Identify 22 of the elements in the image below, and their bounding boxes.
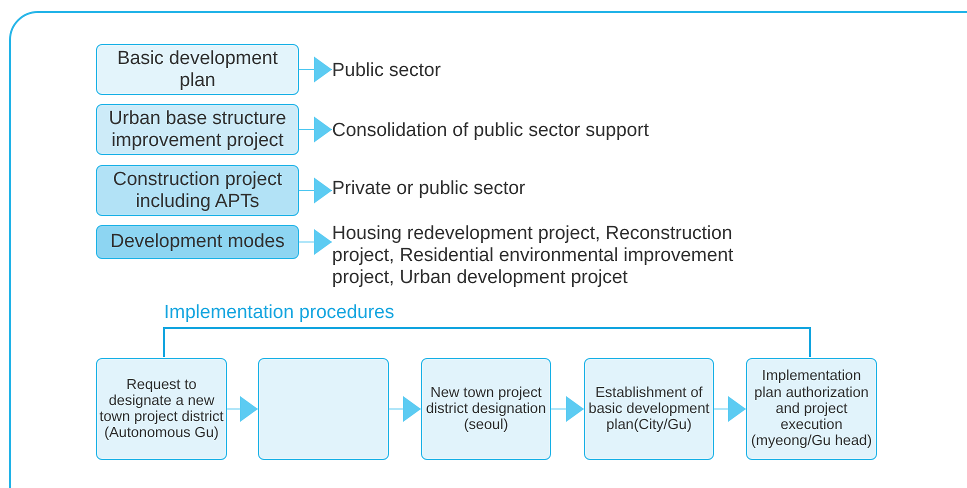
empty-box	[258, 358, 389, 460]
process-box: Development modes	[96, 225, 299, 259]
description-text: Private or public sector	[332, 174, 732, 204]
arrow	[298, 229, 332, 255]
process-box: Urban base structure improvement project	[96, 104, 299, 155]
arrow	[388, 396, 422, 422]
process-box: Construction project including APTs	[96, 165, 299, 216]
description-text: Housing redevelopment project, Reconstruction project, Residential environmental improvement project, Urban development projcet	[332, 222, 792, 290]
process-box: Request to designate a new town project district (Autonomous Gu)	[96, 358, 227, 460]
arrow	[550, 396, 584, 422]
process-box: Basic development plan	[96, 44, 299, 95]
process-box: Implementation plan authorization and project execution (myeong/Gu head)	[746, 358, 877, 460]
arrow	[298, 178, 332, 204]
arrow	[298, 116, 332, 142]
section-heading: Implementation procedures	[164, 302, 394, 324]
description-text: Consolidation of public sector support	[332, 116, 752, 146]
arrow	[298, 56, 332, 82]
process-box: New town project district designation (seoul)	[421, 358, 551, 460]
arrow	[226, 396, 258, 422]
arrow	[714, 396, 746, 422]
process-box: Establishment of basic development plan(City/Gu)	[584, 358, 714, 460]
description-text: Public sector	[332, 56, 732, 86]
